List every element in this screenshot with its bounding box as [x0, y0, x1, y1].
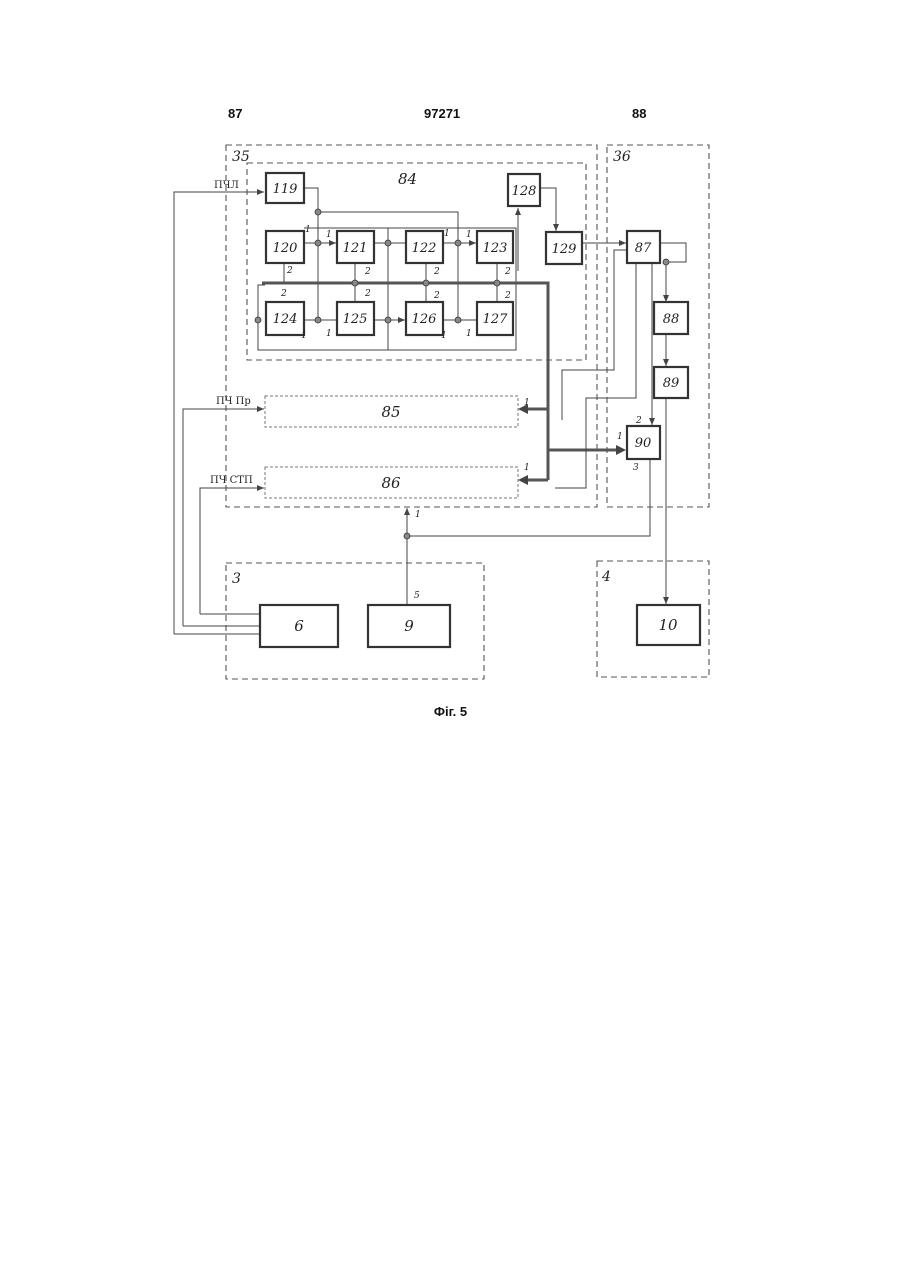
pin-label: 1 [466, 329, 472, 339]
pin-label: 1 [617, 432, 623, 442]
pin-label: 2 [635, 416, 642, 426]
wire-left-up [258, 285, 265, 320]
block-89-label: 89 [663, 376, 680, 391]
pin-label: 1 [301, 331, 307, 341]
block-121-label: 121 [343, 241, 368, 256]
junction-dot [385, 240, 391, 246]
frame-4-label: 4 [601, 569, 611, 585]
junction-dot [663, 259, 669, 265]
wire-85-87 [562, 250, 626, 420]
junction-dot [315, 209, 321, 215]
block-10-label: 10 [658, 616, 678, 634]
junction-dot [385, 317, 391, 323]
block-126-label: 126 [412, 312, 437, 327]
frame-36-label: 36 [613, 149, 631, 165]
signal-pch-stp: ПЧ СТП [210, 475, 253, 486]
pin-label: 2 [364, 267, 371, 277]
junction-dot [423, 280, 429, 286]
pin-label: 1 [415, 510, 421, 520]
signal-pchl: ПЧЛ [214, 180, 239, 191]
pin-label: 1 [326, 230, 332, 240]
pin-label: 1 [305, 225, 311, 235]
block-129-label: 129 [552, 242, 577, 257]
block-87-label: 87 [635, 241, 652, 256]
block-119-label: 119 [273, 182, 298, 197]
junction-dot [315, 317, 321, 323]
pin-label: 2 [280, 289, 287, 299]
block-85-label: 85 [381, 403, 400, 421]
block-125-label: 125 [343, 312, 368, 327]
pin-label: 1 [524, 463, 530, 473]
block-128-label: 128 [512, 184, 537, 199]
block-123-label: 123 [483, 241, 508, 256]
pin-label: 1 [524, 398, 530, 408]
block-88-label: 88 [663, 312, 680, 327]
block-127-label: 127 [483, 312, 509, 327]
block-9-label: 9 [404, 617, 414, 635]
pin-label: 2 [364, 289, 371, 299]
junction-dot [404, 533, 410, 539]
block-86-label: 86 [381, 474, 401, 492]
arrow-90-in [616, 445, 626, 455]
block-120-label: 120 [273, 241, 298, 256]
junction-dot [315, 240, 321, 246]
pin-label: 2 [433, 267, 440, 277]
pin-label: 1 [466, 230, 472, 240]
frame-84-label: 84 [398, 170, 417, 188]
junction-dot [455, 240, 461, 246]
frame-35-label: 35 [232, 149, 250, 165]
wire-pchl [174, 192, 264, 634]
junction-dot [494, 280, 500, 286]
block-124-label: 124 [273, 312, 298, 327]
pin-label: 2 [286, 266, 293, 276]
pin-label: 1 [441, 331, 447, 341]
signal-pch-pr: ПЧ Пр [216, 396, 251, 407]
block-6-label: 6 [294, 617, 304, 635]
pin-label: 2 [504, 291, 511, 301]
pin-label: 2 [433, 291, 440, 301]
pin-label: 5 [414, 591, 420, 601]
wire-pch-pr [183, 409, 264, 626]
wire-86-87 [555, 264, 636, 488]
pin-label: 1 [444, 229, 450, 239]
wire-87-88 [660, 243, 686, 302]
junction-dot [255, 317, 261, 323]
block-90-label: 90 [635, 436, 652, 451]
junction-dot [455, 317, 461, 323]
pin-label: 3 [633, 463, 639, 473]
pin-label: 2 [504, 267, 511, 277]
block-122-label: 122 [412, 241, 437, 256]
pin-label: 1 [326, 329, 332, 339]
arrow-86-in [518, 475, 528, 485]
wire-128-129 [540, 188, 556, 231]
junction-dot [352, 280, 358, 286]
figure-caption: Фіг. 5 [0, 704, 901, 719]
frame-3-label: 3 [232, 571, 241, 587]
